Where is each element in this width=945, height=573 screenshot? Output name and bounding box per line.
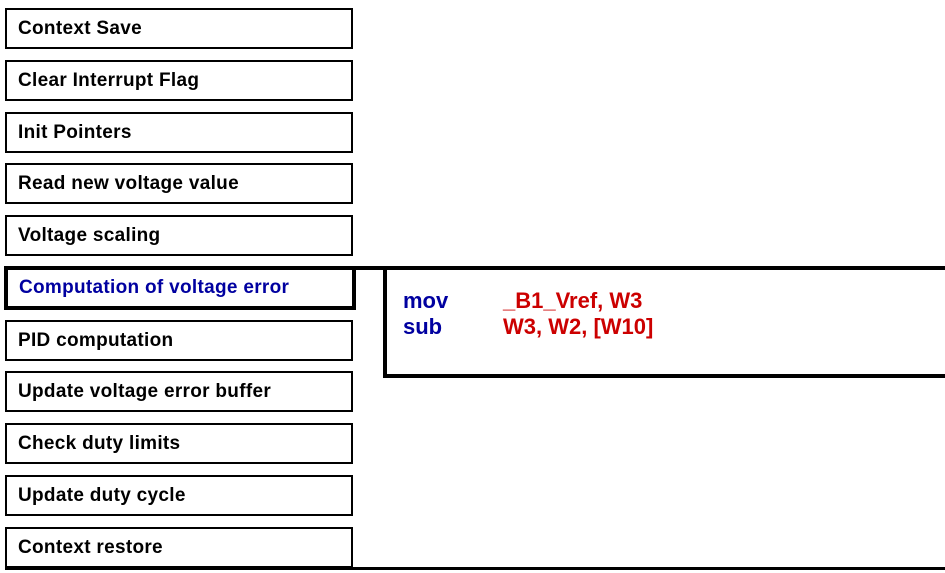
code-operands: _B1_Vref, W3 [503,288,643,313]
code-mnemonic: sub [403,314,443,339]
flow-step-update-voltage-error-buffer: Update voltage error buffer [5,371,353,412]
flow-step-label: Read new voltage value [18,172,239,194]
flow-step-label: Context restore [18,536,163,558]
code-panel: mov _B1_Vref, W3 sub W3, W2, [W10] [383,266,945,378]
flow-step-label: Context Save [18,17,142,39]
flow-step-context-save: Context Save [5,8,353,49]
flow-step-label: Init Pointers [18,121,132,143]
flow-step-label: Update voltage error buffer [18,380,272,402]
code-line: sub W3, W2, [W10] [403,314,945,340]
code-line: mov _B1_Vref, W3 [403,288,945,314]
flow-step-check-duty-limits: Check duty limits [5,423,353,464]
flow-step-label: Update duty cycle [18,484,186,506]
code-operands: W3, W2, [W10] [503,314,654,339]
flow-step-clear-interrupt-flag: Clear Interrupt Flag [5,60,353,101]
code-mnemonic: mov [403,288,449,313]
flow-step-context-restore: Context restore [5,527,353,568]
flow-step-computation-of-voltage-error: Computation of voltage error [4,266,356,310]
flow-step-voltage-scaling: Voltage scaling [5,215,353,256]
flow-step-label: PID computation [18,329,174,351]
flow-step-label: Computation of voltage error [19,277,290,298]
connector-line [352,266,387,270]
bottom-rule [5,567,945,570]
flow-step-read-new-voltage-value: Read new voltage value [5,163,353,204]
flow-step-label: Voltage scaling [18,224,161,246]
code-lines: mov _B1_Vref, W3 sub W3, W2, [W10] [403,288,945,340]
flow-step-label: Check duty limits [18,432,181,454]
flow-step-update-duty-cycle: Update duty cycle [5,475,353,516]
flow-step-init-pointers: Init Pointers [5,112,353,153]
flow-step-label: Clear Interrupt Flag [18,69,200,91]
flow-step-pid-computation: PID computation [5,320,353,361]
